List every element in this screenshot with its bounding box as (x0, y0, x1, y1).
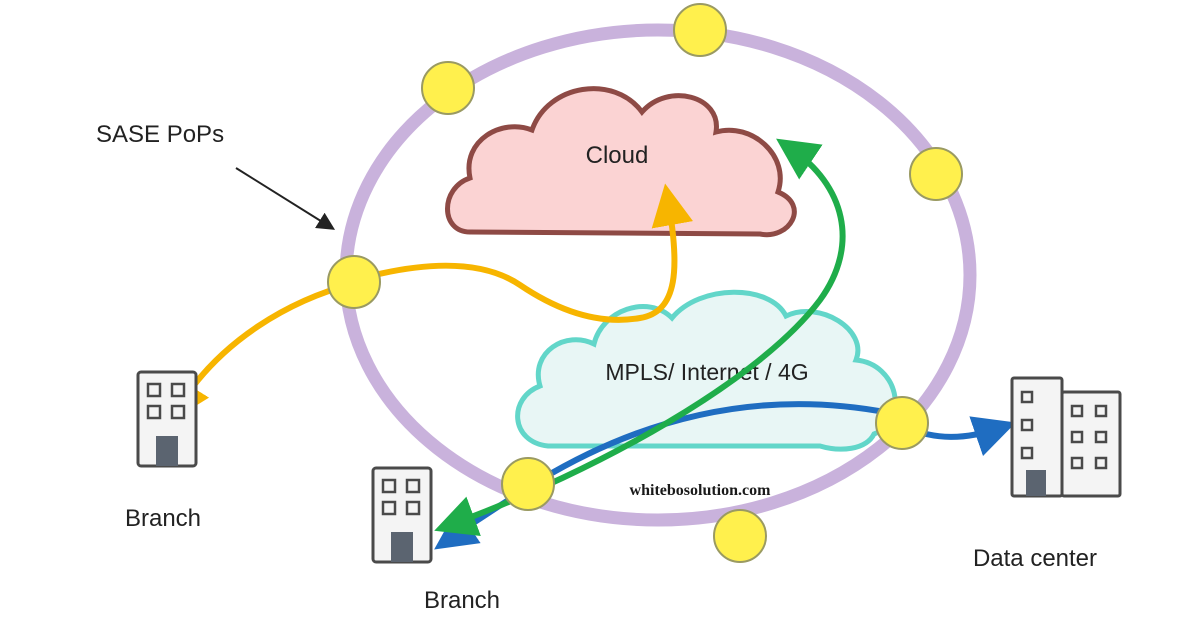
sase-pop-node (328, 256, 380, 308)
branch-center-label: Branch (424, 587, 500, 614)
sase-pop-node-outlines (327, 3, 963, 563)
sase-pop-node (502, 458, 554, 510)
watermark-text: whitebosolution.com (630, 482, 772, 499)
sase-pop-node-outline (909, 147, 963, 201)
branch-center-building-icon (371, 466, 433, 564)
sase-pops-label: SASE PoPs (96, 121, 224, 148)
branch-left-building-icon (136, 370, 198, 468)
cloud-label: Cloud (586, 142, 649, 169)
sase-pop-node (910, 148, 962, 200)
sase-pop-node (674, 4, 726, 56)
network-label: MPLS/ Internet / 4G (605, 359, 808, 385)
branch-left-label: Branch (125, 505, 201, 532)
sase-pop-node-outline (673, 3, 727, 57)
sase-pops-pointer (235, 167, 336, 230)
sase-pop-node-outline (875, 396, 929, 450)
sase-pop-node (422, 62, 474, 114)
sase-pop-nodes (328, 4, 962, 562)
sase-pop-node-outline (421, 61, 475, 115)
orange-arrow-to-branch (169, 280, 358, 423)
sase-pop-node-outline (327, 255, 381, 309)
data-center-label: Data center (973, 545, 1097, 572)
data-center-building-icon (1010, 376, 1122, 498)
sase-pop-node (876, 397, 928, 449)
sase-pop-node (714, 510, 766, 562)
sase-pop-node-outline (713, 509, 767, 563)
green-arrow-to-cloud (434, 138, 846, 537)
sase-pop-node-outline (501, 457, 555, 511)
